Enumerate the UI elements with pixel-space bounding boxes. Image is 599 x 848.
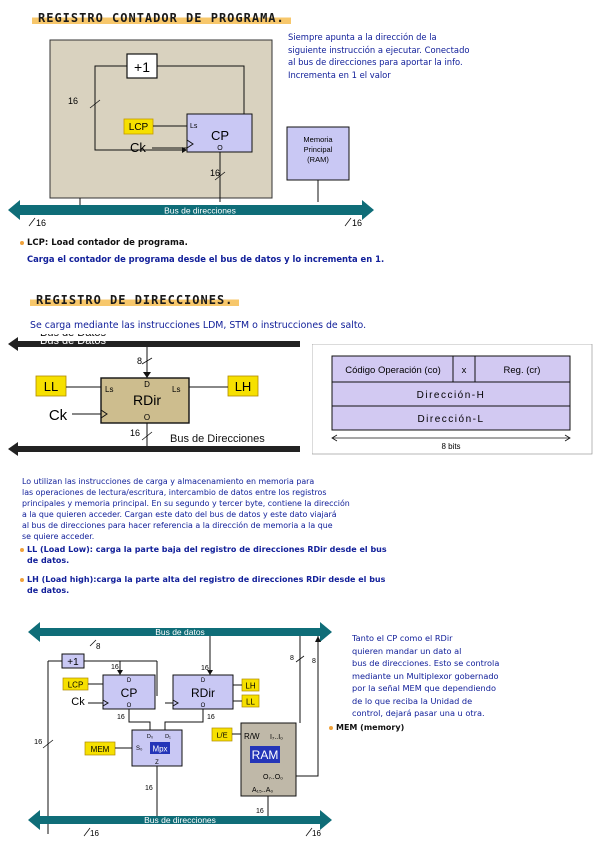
svg-text:Bus de Datos: Bus de Datos (40, 334, 107, 339)
svg-text:O: O (144, 413, 150, 422)
svg-text:I₇..I₀: I₇..I₀ (270, 734, 283, 741)
lcp-label: LCP (129, 122, 149, 133)
svg-text:8: 8 (290, 655, 294, 662)
svg-text:A₁₅..A₀: A₁₅..A₀ (252, 787, 273, 794)
svg-text:O: O (217, 145, 223, 152)
svg-text:x: x (462, 365, 467, 376)
svg-text:D: D (144, 380, 150, 389)
svg-text:16: 16 (90, 829, 99, 838)
svg-text:16: 16 (36, 218, 46, 228)
svg-text:Ck: Ck (71, 696, 85, 708)
svg-text:16: 16 (145, 785, 153, 792)
cp-rdir-mpx-diagram: Bus de datos 8 +1 16 16 D CP O LCP Ck 16… (28, 622, 332, 838)
svg-text:+1: +1 (67, 657, 79, 668)
cp-label-3: CP (121, 686, 138, 700)
svg-text:D: D (201, 678, 206, 684)
svg-text:MEM: MEM (91, 745, 110, 754)
svg-text:LCP: LCP (68, 681, 84, 690)
svg-text:16: 16 (117, 714, 125, 721)
svg-text:8: 8 (137, 356, 142, 366)
svg-text:8: 8 (312, 658, 316, 665)
svg-text:LL: LL (246, 698, 255, 707)
ll-note: LL (Load Low): carga la parte baja del r… (20, 544, 387, 566)
svg-text:Z: Z (155, 760, 159, 766)
svg-text:16: 16 (201, 665, 209, 672)
bus-dir-label-3: Bus de direcciones (144, 815, 216, 825)
rdir-diagram: Bus de Datos Bus de Datos 8 D Ls Ls RDir… (8, 334, 300, 456)
bus-dir-label: Bus de direcciones (164, 206, 236, 216)
svg-text:O₇..O₀: O₇..O₀ (263, 774, 283, 781)
svg-text:16: 16 (312, 829, 321, 838)
svg-text:16: 16 (256, 808, 264, 815)
section2-title: REGISTRO DE DIRECCIONES. (30, 293, 240, 307)
svg-text:O: O (127, 703, 132, 709)
pc-diagram: +1 16 Ls CP O LCP Ck 16 Memoria Principa… (8, 39, 374, 228)
svg-text:Reg. (cr): Reg. (cr) (504, 365, 541, 376)
svg-text:Principal: Principal (304, 145, 333, 154)
svg-text:Ls: Ls (105, 385, 113, 394)
svg-text:Dirección-L: Dirección-L (417, 414, 484, 425)
lcp-note-text: Carga el contador de programa desde el b… (27, 254, 385, 264)
svg-text:16: 16 (130, 428, 140, 438)
cp-label: CP (211, 128, 229, 143)
ll-label: LL (44, 379, 58, 394)
bus-datos-label-3: Bus de datos (155, 627, 205, 637)
svg-text:16: 16 (111, 664, 119, 671)
svg-text:D₀: D₀ (147, 734, 153, 740)
svg-text:S₀: S₀ (136, 746, 143, 752)
section3-paragraph: Tanto el CP como el RDir quieren mandar … (352, 633, 500, 718)
mem-note: MEM (memory) (329, 723, 404, 732)
svg-text:Memoria: Memoria (303, 135, 333, 144)
section1-description: Siempre apunta a la dirección de la sigu… (288, 32, 470, 80)
ck-label: Ck (130, 140, 146, 155)
plus-one-label: +1 (134, 59, 150, 75)
svg-text:Ls: Ls (172, 385, 180, 394)
instruction-format: Código Operación (co) x Reg. (cr) Direcc… (312, 344, 593, 455)
svg-text:(RAM): (RAM) (307, 155, 329, 164)
lh-note: LH (Load high):carga la parte alta del r… (20, 574, 385, 596)
svg-text:LH: LH (245, 682, 255, 691)
svg-text:Bus de Direcciones: Bus de Direcciones (170, 433, 265, 445)
mpx-label: Mpx (152, 745, 167, 754)
svg-text:16: 16 (352, 218, 362, 228)
section1-title: REGISTRO CONTADOR DE PROGRAMA. (32, 11, 291, 25)
svg-text:16: 16 (34, 737, 42, 746)
bus-datos-label: Bus de Datos (40, 335, 107, 347)
svg-text:O: O (201, 703, 206, 709)
svg-text:16: 16 (68, 96, 78, 106)
svg-text:D₁: D₁ (165, 734, 171, 740)
svg-text:Código Operación (co): Código Operación (co) (345, 365, 441, 376)
svg-text:R/W: R/W (244, 732, 260, 741)
lcp-note: LCP: Load contador de programa. (20, 238, 188, 248)
svg-text:16: 16 (210, 168, 220, 178)
svg-text:8: 8 (96, 642, 101, 651)
ck-label-2: Ck (49, 407, 68, 424)
ram-label: RAM (252, 748, 279, 762)
rdir-label: RDir (133, 392, 161, 408)
svg-text:Dirección-H: Dirección-H (417, 390, 486, 401)
svg-text:8 bits: 8 bits (441, 442, 460, 451)
rdir-label-3: RDir (191, 686, 215, 700)
section2-paragraph: Lo utilizan las instrucciones de carga y… (22, 477, 350, 541)
svg-text:16: 16 (207, 714, 215, 721)
lh-label: LH (235, 379, 252, 394)
svg-text:Ls: Ls (190, 123, 198, 130)
section2-intro: Se carga mediante las instrucciones LDM,… (30, 320, 367, 331)
svg-text:L/E: L/E (216, 731, 227, 740)
svg-text:D: D (127, 678, 132, 684)
